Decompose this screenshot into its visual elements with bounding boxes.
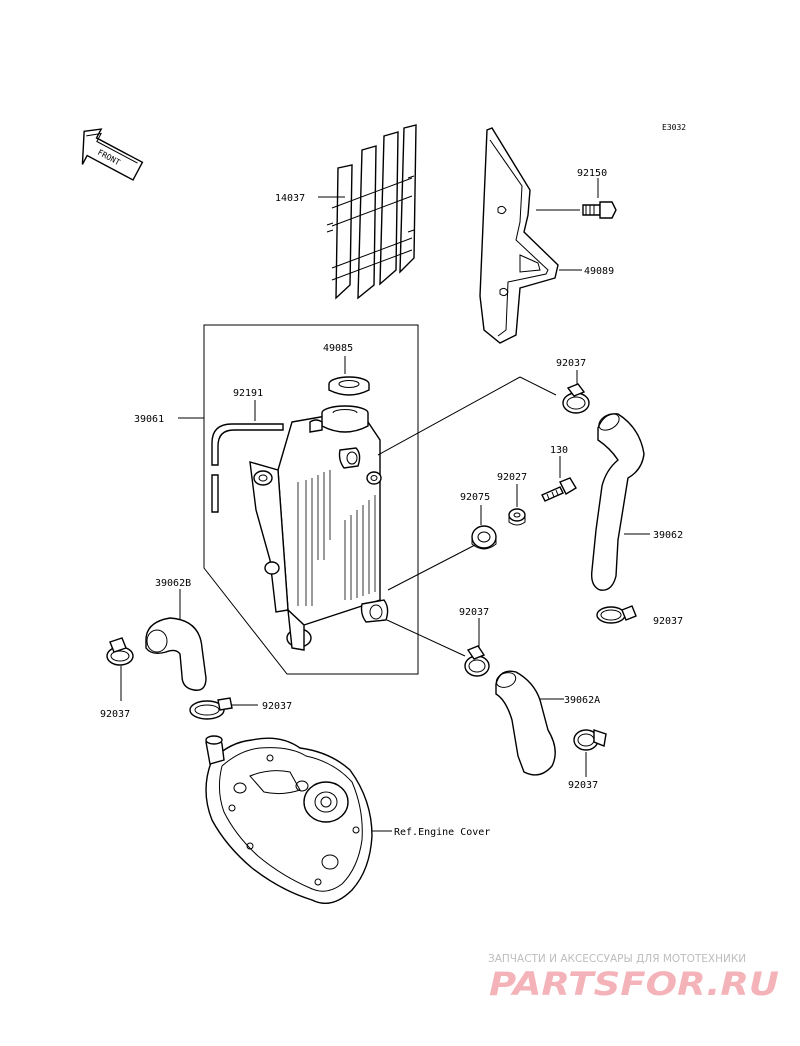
label-92037-right: 92037 bbox=[653, 616, 683, 627]
bolt-92150 bbox=[582, 201, 617, 219]
label-92037-center: 92037 bbox=[262, 701, 292, 712]
overflow-tube bbox=[211, 423, 284, 513]
radiator-shroud bbox=[479, 127, 559, 344]
collar-92027 bbox=[508, 508, 526, 526]
label-92075: 92075 bbox=[460, 492, 490, 503]
label-39061: 39061 bbox=[134, 414, 164, 425]
hose-clamp-top bbox=[562, 383, 590, 414]
radiator-hose-39062a bbox=[495, 670, 556, 776]
radiator bbox=[249, 405, 389, 651]
label-92037-left: 92037 bbox=[100, 709, 130, 720]
radiator-cap bbox=[328, 376, 370, 396]
diagram-code: E3032 bbox=[662, 123, 686, 132]
label-92027: 92027 bbox=[497, 472, 527, 483]
radiator-guard bbox=[326, 124, 417, 300]
hose-clamp-lower-right bbox=[573, 729, 607, 751]
label-92191: 92191 bbox=[233, 388, 263, 399]
engine-cover bbox=[205, 735, 373, 904]
radiator-assembly-bracket bbox=[203, 324, 419, 675]
hose-clamp-left bbox=[106, 637, 134, 666]
hose-clamp-center bbox=[189, 697, 233, 720]
hose-clamp-middle bbox=[464, 645, 490, 677]
label-39062: 39062 bbox=[653, 530, 683, 541]
label-92150: 92150 bbox=[577, 168, 607, 179]
label-49085: 49085 bbox=[323, 343, 353, 354]
label-39062A: 39062A bbox=[564, 695, 600, 706]
radiator-hose-39062 bbox=[590, 413, 645, 591]
front-arrow-icon: FRONT bbox=[81, 128, 144, 181]
label-ref-engine-cover: Ref.Engine Cover bbox=[394, 827, 490, 838]
label-39062B: 39062B bbox=[155, 578, 191, 589]
grommet-92075 bbox=[471, 525, 497, 550]
label-92037-top: 92037 bbox=[556, 358, 586, 369]
label-14037: 14037 bbox=[275, 193, 305, 204]
label-92037-lower-right: 92037 bbox=[568, 780, 598, 791]
label-130: 130 bbox=[550, 445, 568, 456]
label-49089: 49089 bbox=[584, 266, 614, 277]
watermark-tagline: ЗАПЧАСТИ И АКСЕССУАРЫ ДЛЯ МОТОТЕХНИКИ bbox=[488, 953, 746, 965]
radiator-hose-39062b bbox=[145, 617, 207, 691]
label-92037-mid: 92037 bbox=[459, 607, 489, 618]
bolt-130 bbox=[541, 477, 577, 502]
hose-clamp-right bbox=[596, 605, 637, 624]
watermark-logo: PARTSFOR.RU bbox=[489, 965, 779, 1003]
radiator-core-fins bbox=[297, 470, 376, 606]
